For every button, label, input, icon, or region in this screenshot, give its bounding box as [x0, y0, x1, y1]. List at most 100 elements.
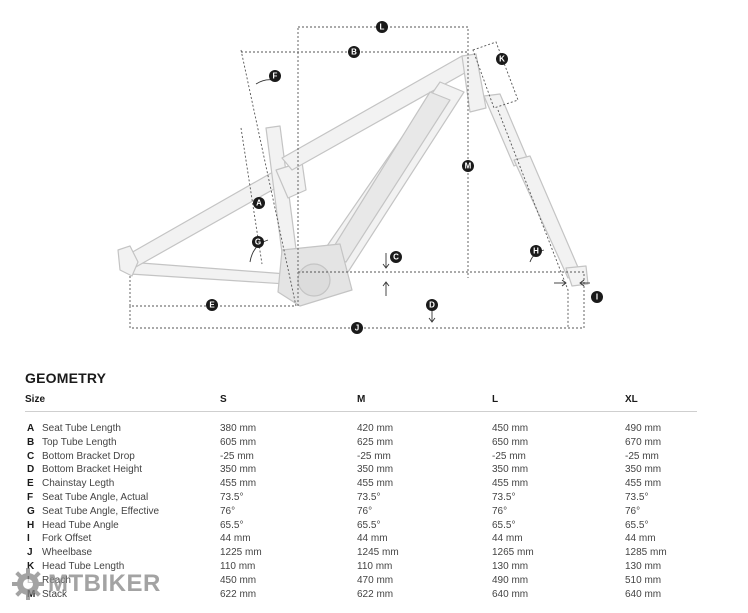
marker-e: E — [206, 299, 218, 311]
marker-j: J — [351, 322, 363, 334]
row-code: C — [27, 450, 35, 462]
row-value-xl: 490 mm — [625, 423, 662, 434]
row-code: G — [27, 505, 35, 517]
svg-text:M: M — [465, 162, 472, 171]
row-label: Seat Tube Angle, Effective — [42, 505, 160, 517]
frame-geometry-diagram: L B K F M A G C H E D I J — [117, 21, 603, 334]
row-value-m: 73.5° — [357, 492, 381, 503]
diagram-markers: L B K F M A G C H E D I J — [206, 21, 603, 334]
marker-b: B — [348, 46, 360, 58]
svg-text:K: K — [499, 55, 505, 64]
row-value-s: 73.5° — [220, 492, 244, 503]
row-value-m: 350 mm — [357, 464, 394, 476]
marker-h: H — [530, 245, 542, 257]
row-value-l: 490 mm — [492, 574, 529, 586]
dimension-lines — [129, 26, 585, 329]
row-value-l: 350 mm — [492, 464, 529, 476]
row-value-xl: 65.5° — [625, 519, 649, 531]
row-value-l: 455 mm — [492, 478, 529, 490]
row-label: Seat Tube Length — [42, 423, 121, 434]
row-code: D — [27, 464, 35, 476]
row-label: Stack — [42, 588, 68, 600]
row-value-xl: -25 mm — [625, 450, 659, 462]
row-label: Fork Offset — [42, 533, 92, 545]
marker-f: F — [269, 70, 281, 82]
row-value-s: 380 mm — [220, 423, 257, 434]
row-value-m: 1245 mm — [357, 547, 399, 559]
row-code: H — [27, 519, 35, 531]
row-label: Head Tube Angle — [42, 519, 119, 531]
row-label: Wheelbase — [42, 547, 93, 559]
svg-text:C: C — [393, 253, 399, 262]
row-label: Chainstay Legth — [42, 478, 115, 490]
row-value-s: 110 mm — [220, 561, 256, 572]
size-header: Size — [25, 394, 46, 405]
row-code: K — [27, 561, 35, 572]
row-value-l: 650 mm — [492, 436, 529, 448]
row-value-m: 470 mm — [357, 574, 394, 586]
size-s-header: S — [220, 394, 227, 405]
marker-l: L — [376, 21, 388, 33]
row-value-s: 1225 mm — [220, 547, 262, 559]
row-label: Top Tube Length — [42, 436, 117, 448]
row-value-s: 350 mm — [220, 464, 257, 476]
row-value-l: 130 mm — [492, 561, 529, 572]
row-value-s: 65.5° — [220, 519, 244, 531]
marker-c: C — [390, 251, 402, 263]
svg-text:G: G — [255, 238, 261, 247]
row-label: Head Tube Length — [42, 561, 125, 572]
row-value-xl: 76° — [625, 505, 641, 517]
row-value-s: 605 mm — [220, 436, 257, 448]
row-code: I — [27, 533, 30, 545]
row-value-m: 44 mm — [357, 533, 388, 545]
svg-text:J: J — [355, 324, 359, 333]
row-label: Bottom Bracket Height — [42, 464, 143, 476]
row-value-m: 455 mm — [357, 478, 394, 490]
geometry-title: GEOMETRY — [25, 370, 107, 386]
gear-icon — [12, 568, 44, 600]
marker-d: D — [426, 299, 438, 311]
row-value-m: 65.5° — [357, 519, 381, 531]
svg-text:E: E — [209, 301, 215, 310]
row-value-xl: 640 mm — [625, 588, 662, 600]
svg-text:A: A — [256, 199, 262, 208]
row-value-xl: 510 mm — [625, 574, 662, 586]
row-value-xl: 455 mm — [625, 478, 662, 490]
row-value-l: 640 mm — [492, 588, 529, 600]
size-xl-header: XL — [625, 394, 638, 405]
row-value-s: -25 mm — [220, 450, 254, 462]
row-value-s: 76° — [220, 505, 236, 517]
watermark-logo: MTBIKER — [10, 564, 161, 604]
size-m-header: M — [357, 394, 366, 405]
row-value-l: 1265 mm — [492, 547, 534, 559]
row-value-m: 110 mm — [357, 561, 393, 572]
row-value-m: 420 mm — [357, 423, 394, 434]
row-value-l: -25 mm — [492, 450, 526, 462]
row-value-l: 450 mm — [492, 423, 529, 434]
svg-text:I: I — [596, 293, 598, 302]
row-value-s: 622 mm — [220, 588, 257, 600]
row-value-l: 73.5° — [492, 492, 516, 503]
row-value-xl: 1285 mm — [625, 547, 667, 559]
row-value-s: 455 mm — [220, 478, 257, 490]
row-value-xl: 670 mm — [625, 436, 662, 448]
marker-i: I — [591, 291, 603, 303]
row-value-s: 44 mm — [220, 533, 251, 545]
row-code: B — [27, 436, 35, 448]
marker-a: A — [253, 197, 265, 209]
svg-text:L: L — [380, 23, 385, 32]
row-label: Reach — [42, 574, 71, 586]
row-label: Bottom Bracket Drop — [42, 450, 135, 462]
svg-text:B: B — [351, 48, 357, 57]
table-row: D Bottom Bracket Height 350 mm 350 mm 350 mm… — [25, 464, 697, 478]
row-value-xl: 73.5° — [625, 492, 649, 503]
